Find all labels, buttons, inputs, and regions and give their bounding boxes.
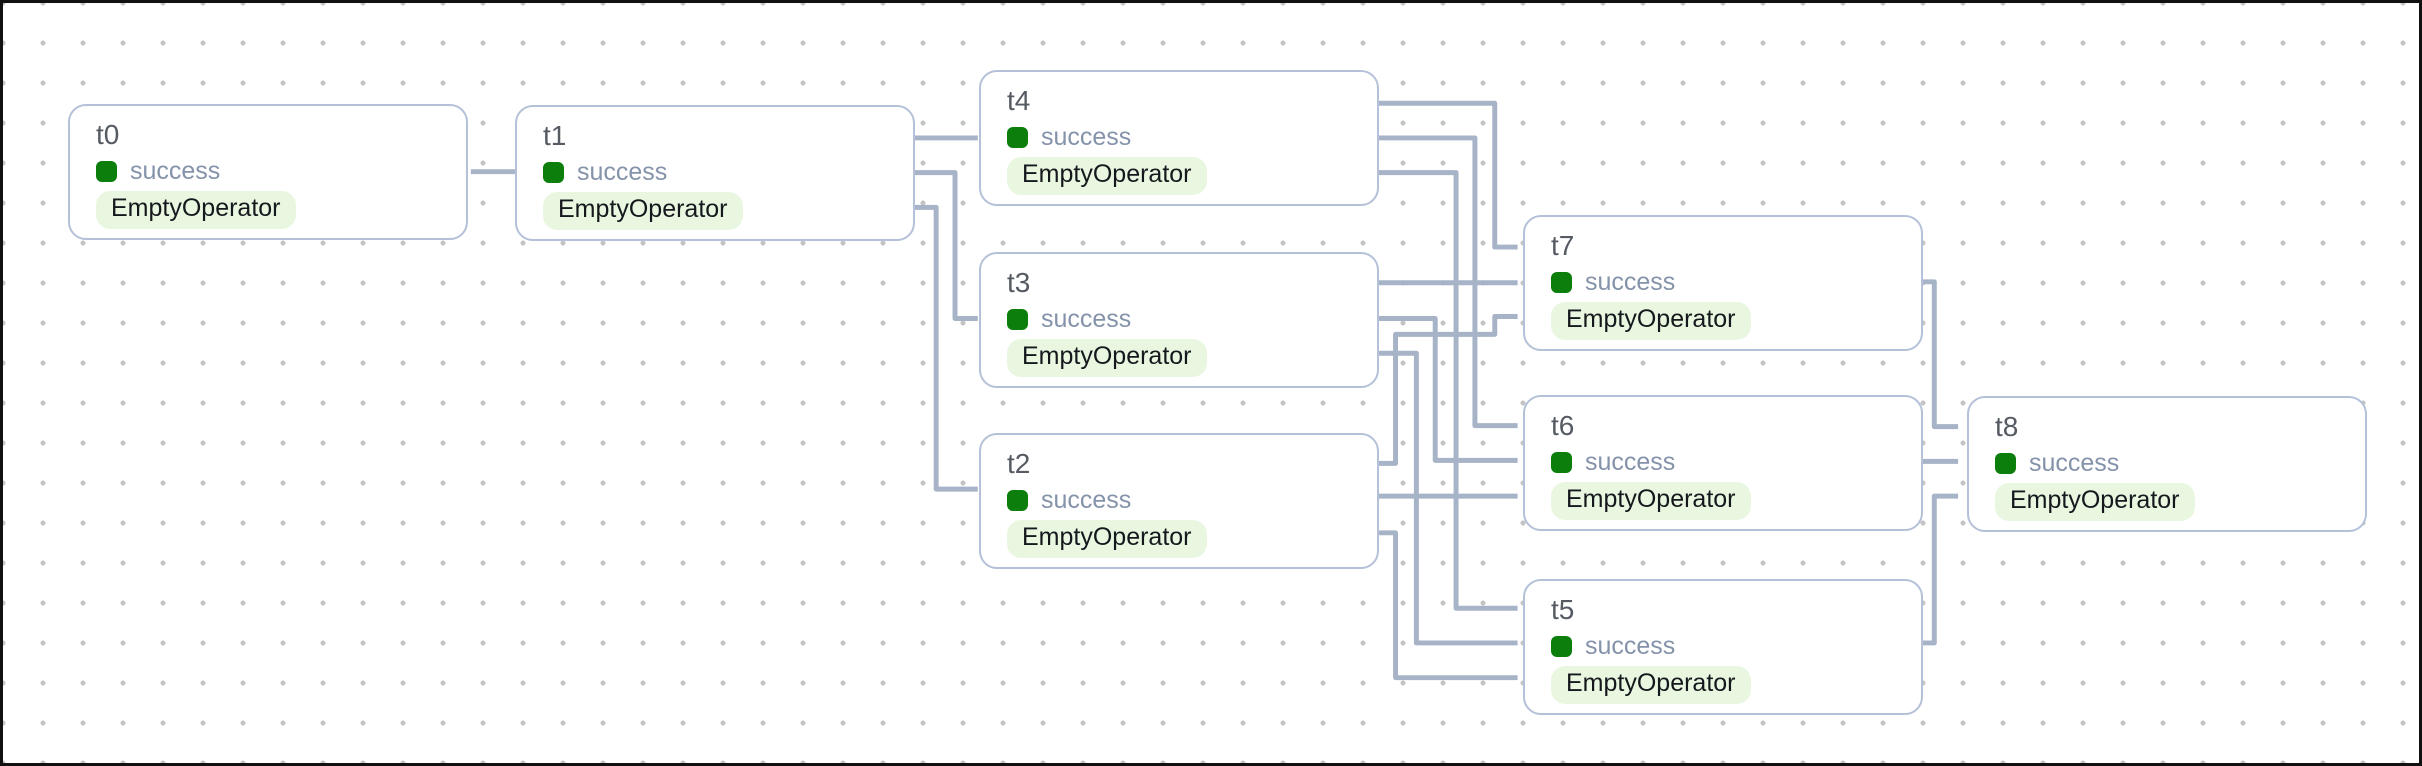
success-state-icon	[1995, 452, 2016, 474]
success-state-icon	[1551, 635, 1572, 657]
task-id-label: t5	[1551, 594, 1575, 625]
success-state-icon	[1007, 126, 1028, 148]
edge-t2-t7	[1374, 314, 1518, 466]
task-state-label: success	[1041, 485, 1132, 514]
edge-t5-t8	[1914, 493, 1959, 646]
task-state-row: success	[1007, 486, 1377, 514]
task-state-row: success	[1007, 123, 1377, 151]
task-node-t5[interactable]: t5 success EmptyOperator	[1523, 579, 1923, 715]
task-state-row: success	[1551, 448, 1921, 476]
task-state-label: success	[1041, 304, 1132, 333]
success-state-icon	[1007, 489, 1028, 511]
edge-t1-t2	[914, 204, 978, 492]
operator-badge: EmptyOperator	[96, 191, 296, 229]
task-state-row: success	[543, 158, 913, 186]
task-id-label: t2	[1007, 448, 1031, 479]
task-id-label: t7	[1551, 230, 1575, 261]
success-state-icon	[1551, 271, 1572, 293]
task-state-row: success	[1551, 632, 1921, 660]
operator-row: EmptyOperator	[96, 191, 466, 229]
edge-t4-t5	[1374, 170, 1518, 611]
task-id-label: t3	[1007, 267, 1031, 298]
task-state-row: success	[1551, 268, 1921, 296]
operator-badge: EmptyOperator	[1007, 157, 1207, 195]
edge-t1-t3	[914, 170, 978, 321]
task-node-t8[interactable]: t8 success EmptyOperator	[1967, 396, 2367, 532]
task-state-label: success	[1585, 447, 1676, 476]
task-id-label: t8	[1995, 411, 2019, 442]
task-state-label: success	[577, 157, 668, 186]
task-node-t2[interactable]: t2 success EmptyOperator	[979, 433, 1379, 569]
operator-badge: EmptyOperator	[543, 192, 743, 230]
operator-row: EmptyOperator	[543, 192, 913, 230]
operator-badge: EmptyOperator	[1551, 482, 1751, 520]
task-state-row: success	[1995, 449, 2365, 477]
operator-badge: EmptyOperator	[1551, 302, 1751, 340]
task-id-label: t0	[96, 119, 120, 150]
task-id-label: t4	[1007, 85, 1031, 116]
operator-badge: EmptyOperator	[1995, 483, 2195, 521]
edge-t4-t7	[1374, 100, 1518, 250]
edge-layer	[470, 100, 1959, 681]
task-node-t4[interactable]: t4 success EmptyOperator	[979, 70, 1379, 206]
operator-row: EmptyOperator	[1007, 157, 1377, 195]
task-state-label: success	[1585, 267, 1676, 296]
task-node-t3[interactable]: t3 success EmptyOperator	[979, 252, 1379, 388]
task-state-label: success	[2029, 448, 2120, 477]
task-state-row: success	[96, 157, 466, 185]
operator-row: EmptyOperator	[1551, 666, 1921, 704]
operator-badge: EmptyOperator	[1007, 339, 1207, 377]
success-state-icon	[543, 161, 564, 183]
task-node-t0[interactable]: t0 success EmptyOperator	[68, 104, 468, 240]
task-state-row: success	[1007, 305, 1377, 333]
operator-row: EmptyOperator	[1551, 482, 1921, 520]
edge-t3-t6	[1374, 316, 1518, 463]
task-state-label: success	[130, 156, 221, 185]
task-node-t7[interactable]: t7 success EmptyOperator	[1523, 215, 1923, 351]
task-id-label: t1	[543, 120, 567, 151]
edge-t2-t5	[1374, 530, 1518, 681]
operator-row: EmptyOperator	[1007, 520, 1377, 558]
success-state-icon	[1551, 451, 1572, 473]
task-state-label: success	[1585, 631, 1676, 660]
operator-row: EmptyOperator	[1007, 339, 1377, 377]
success-state-icon	[1007, 308, 1028, 330]
edge-t7-t8	[1914, 279, 1959, 430]
operator-row: EmptyOperator	[1551, 302, 1921, 340]
success-state-icon	[96, 160, 117, 182]
task-state-label: success	[1041, 122, 1132, 151]
operator-badge: EmptyOperator	[1551, 666, 1751, 704]
task-id-label: t6	[1551, 410, 1575, 441]
operator-badge: EmptyOperator	[1007, 520, 1207, 558]
task-node-t1[interactable]: t1 success EmptyOperator	[515, 105, 915, 241]
task-node-t6[interactable]: t6 success EmptyOperator	[1523, 395, 1923, 531]
operator-row: EmptyOperator	[1995, 483, 2365, 521]
